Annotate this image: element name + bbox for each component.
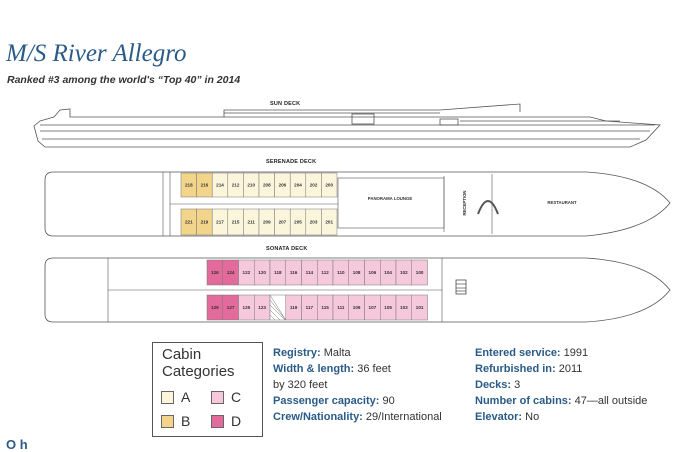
cabin-number: 221 <box>185 220 193 225</box>
ship-ranking: Ranked #3 among the world's “Top 40” in … <box>7 74 241 86</box>
cabin-number: 110 <box>337 270 345 275</box>
cabin-number: 218 <box>185 183 193 188</box>
cabin-number: 210 <box>247 183 255 188</box>
cabin-number: 122 <box>243 270 251 275</box>
cabin-number: 204 <box>294 183 302 188</box>
cabin-number: 126 <box>211 270 219 275</box>
ship-title: M/S River Allegro <box>6 40 187 67</box>
cabin-number: 123 <box>258 305 266 310</box>
cabin-number: 117 <box>306 305 314 310</box>
cabin-number: 200 <box>325 183 333 188</box>
fact-elevator: Elevator: No <box>475 411 540 423</box>
stairwell-hatch <box>269 294 286 321</box>
cabin-number: 115 <box>321 305 329 310</box>
fact-crew-nationality: Crew/Nationality: 29/International <box>273 411 442 423</box>
deck-plan: 218 216 214 212 210 208 206 204 202 200 221 219 217 2… <box>33 103 671 323</box>
fact-passenger-capacity: Passenger capacity: 90 <box>273 395 395 407</box>
fact-decks: Decks: 3 <box>475 379 521 391</box>
cabin-number: 109 <box>353 305 361 310</box>
ship-facts-left: Registry: Malta Width & length: 36 feet … <box>273 345 442 425</box>
legend-item-a: A <box>161 389 190 405</box>
cabin-number: 124 <box>227 270 235 275</box>
stairwell-hatch <box>269 299 286 321</box>
cabin-serenade-top <box>321 172 338 198</box>
cabin-number: 215 <box>232 220 240 225</box>
cabin-number: 116 <box>290 270 298 275</box>
sonata-deck-label: SONATA DECK <box>266 246 308 252</box>
sun-deck-label: SUN DECK <box>270 101 301 107</box>
legend-item-c: C <box>211 389 241 405</box>
legend-title: Cabin Categories <box>162 346 235 380</box>
cabin-number: 207 <box>279 220 287 225</box>
cabin-number: 125 <box>243 305 251 310</box>
serenade-deck-label: SERENADE DECK <box>266 159 317 165</box>
cabin-number: 112 <box>321 270 329 275</box>
cabin-serenade-bottom <box>321 208 338 236</box>
sun-deck-profile <box>33 103 661 148</box>
reception-label: RECEPTION <box>462 190 467 215</box>
legend-swatch-a <box>161 390 174 404</box>
cabin-number: 101 <box>416 305 424 310</box>
cabin-number: 108 <box>353 270 361 275</box>
cabin-number: 208 <box>263 183 271 188</box>
fact-width-length: Width & length: 36 feet <box>273 363 391 375</box>
cabin-number: 211 <box>247 220 255 225</box>
cabin-number: 107 <box>369 305 377 310</box>
legend-swatch-b <box>161 414 174 428</box>
cabin-number: 206 <box>279 183 287 188</box>
restaurant-label: RESTAURANT <box>547 200 577 205</box>
cabin-number: 105 <box>384 305 392 310</box>
cabin-number: 119 <box>290 305 298 310</box>
ship-facts-right: Entered service: 1991 Refurbished in: 20… <box>475 345 647 425</box>
legend-item-b: B <box>161 413 190 429</box>
cabin-number: 127 <box>227 305 235 310</box>
next-section-heading-partial: O h <box>6 437 28 452</box>
fact-entered-service: Entered service: 1991 <box>475 347 589 359</box>
staircase-icon <box>455 279 467 295</box>
cabin-number: 217 <box>216 220 224 225</box>
cabin-number: 212 <box>232 183 240 188</box>
panorama-lounge-area <box>337 177 445 229</box>
cabin-sonata-bottom <box>411 294 428 321</box>
stairwell-hatch <box>269 309 281 321</box>
cabin-number: 118 <box>274 270 282 275</box>
cabin-number: 209 <box>263 220 271 225</box>
legend-swatch-d <box>211 414 224 428</box>
fact-refurbished: Refurbished in: 2011 <box>475 363 583 375</box>
panorama-lounge-label: PANORAMA LOUNGE <box>368 196 413 201</box>
cabin-number: 129 <box>211 305 219 310</box>
cabin-number: 203 <box>310 220 318 225</box>
cabin-number: 201 <box>325 220 333 225</box>
fact-width-length-cont: by 320 feet <box>273 379 328 391</box>
cabin-number: 120 <box>258 270 266 275</box>
cabin-number: 214 <box>216 183 224 188</box>
cabin-number: 111 <box>337 305 345 310</box>
fact-registry: Registry: Malta <box>273 347 351 359</box>
cabin-number: 114 <box>306 270 314 275</box>
cabin-number: 104 <box>384 270 392 275</box>
cabin-number: 216 <box>201 183 209 188</box>
cabin-number: 102 <box>400 270 408 275</box>
cabin-number: 202 <box>310 183 318 188</box>
cabin-number: 205 <box>294 220 302 225</box>
cabin-sonata-top <box>411 259 428 286</box>
stairwell-hatch <box>269 314 276 321</box>
cabin-number: 219 <box>201 220 209 225</box>
stairwell-hatch <box>269 304 286 321</box>
cabin-number: 103 <box>400 305 408 310</box>
cabin-number: 100 <box>416 270 424 275</box>
cabin-categories-legend: Cabin Categories A C B D <box>152 342 263 437</box>
legend-swatch-c <box>211 390 224 404</box>
cabin-number: 106 <box>369 270 377 275</box>
legend-item-d: D <box>211 413 241 429</box>
fact-number-of-cabins: Number of cabins: 47—all outside <box>475 395 648 407</box>
